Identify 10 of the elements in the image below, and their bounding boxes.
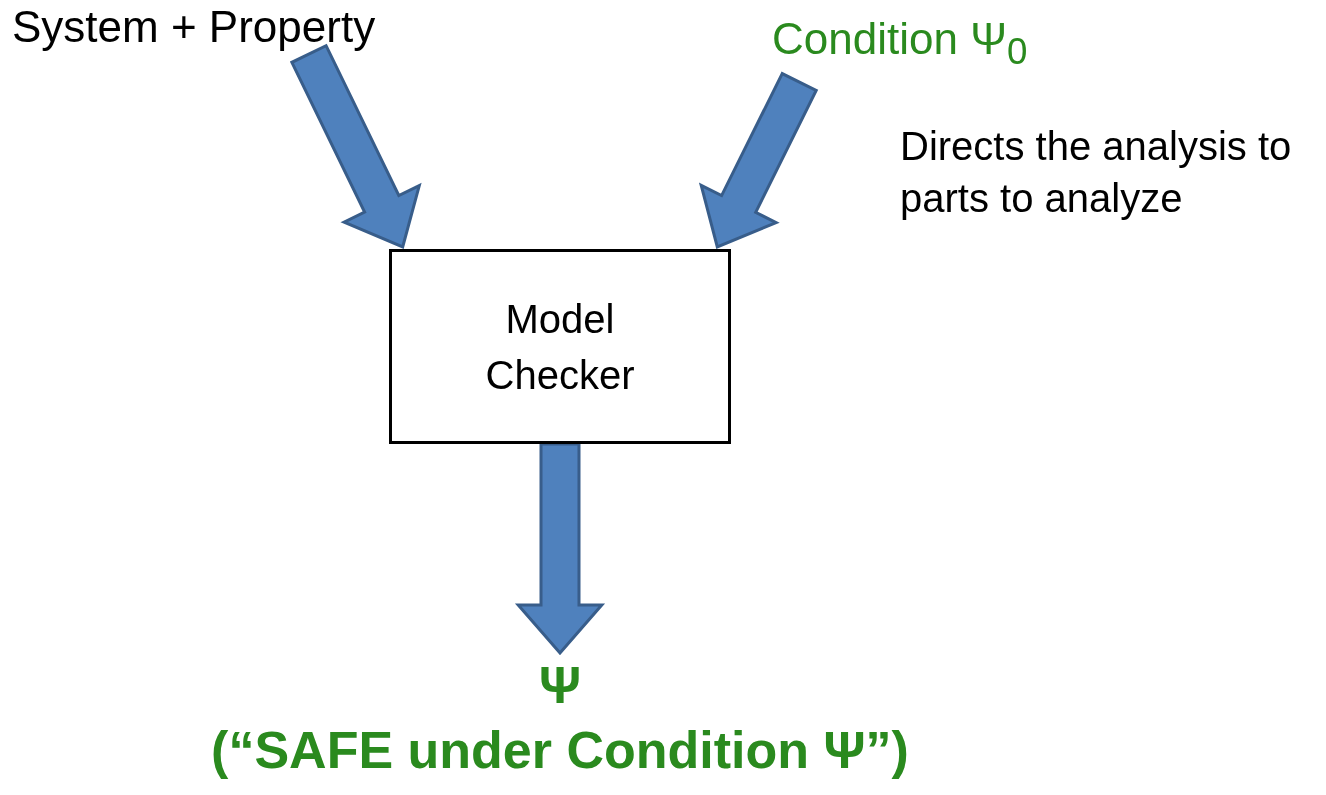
box-label: Model Checker bbox=[484, 295, 636, 399]
input-label: System + Property bbox=[12, 2, 377, 52]
note-text: Directs the analysis to parts to analyze bbox=[900, 123, 1293, 222]
input-label: Condition Ψ$_{0}$ bbox=[772, 14, 1029, 73]
block-arrow bbox=[698, 71, 819, 250]
process-box bbox=[389, 249, 731, 444]
block-arrow bbox=[289, 43, 422, 250]
block-arrow bbox=[514, 442, 606, 656]
result-text: (“SAFE under Condition Ψ”) bbox=[211, 720, 909, 781]
result-text: Ψ bbox=[538, 655, 582, 715]
